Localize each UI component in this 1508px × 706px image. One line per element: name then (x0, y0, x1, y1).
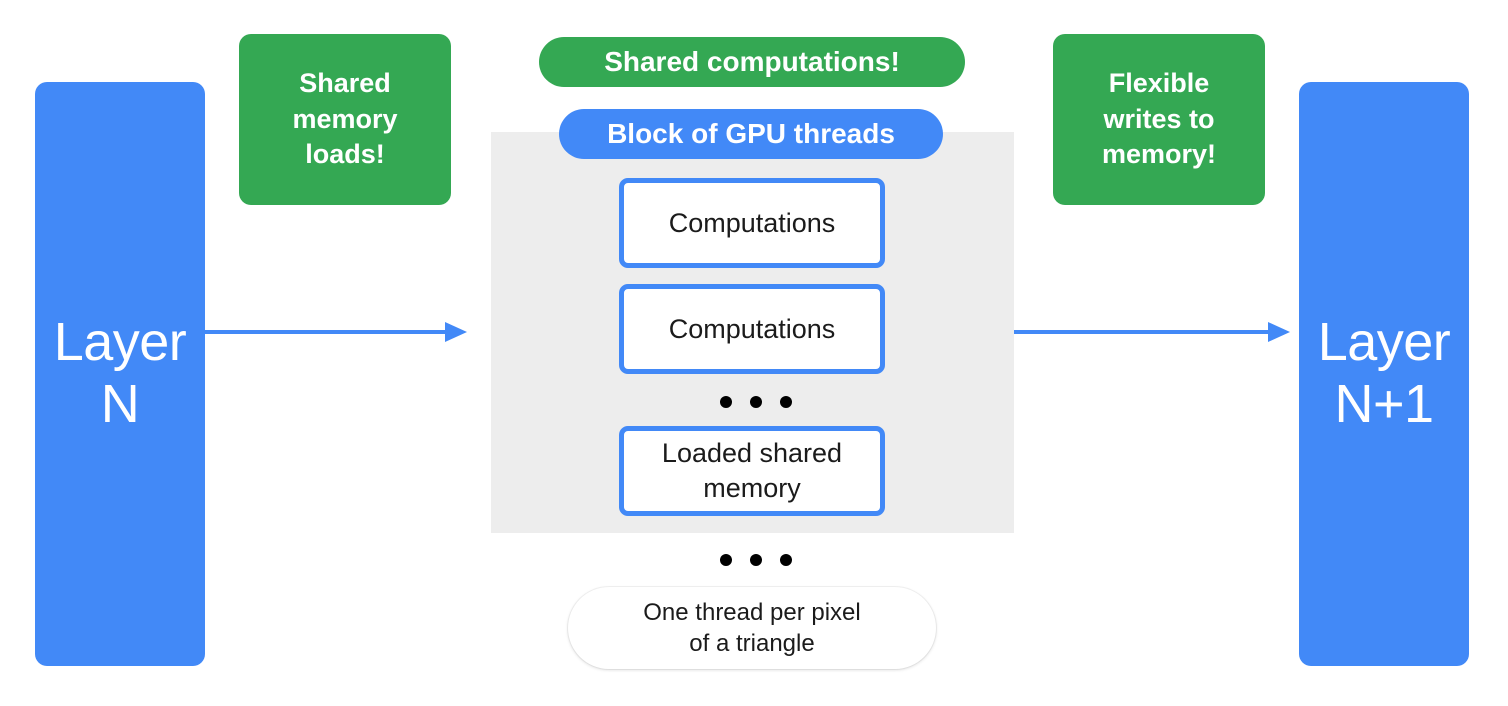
thread-box-loaded-shared-memory: Loaded shared memory (619, 426, 885, 516)
dot-icon (720, 396, 732, 408)
pill-one-thread-per-pixel: One thread per pixel of a triangle (568, 587, 936, 669)
callout-shared-memory-loads: Shared memory loads! (239, 34, 451, 205)
dot-icon (780, 396, 792, 408)
arrow-block-to-layer-n1 (1014, 318, 1290, 346)
ellipsis-more-blocks (720, 554, 792, 566)
pill-block-of-gpu-threads: Block of GPU threads (559, 109, 943, 159)
thread-box-computations-1: Computations (619, 178, 885, 268)
layer-n-plus-1-block: Layer N+1 (1299, 82, 1469, 666)
pill-shared-computations: Shared computations! (539, 37, 965, 87)
dot-icon (750, 396, 762, 408)
callout-flexible-writes-to-memory: Flexible writes to memory! (1053, 34, 1265, 205)
thread-box-computations-2: Computations (619, 284, 885, 374)
layer-n-block: Layer N (35, 82, 205, 666)
ellipsis-inner-threads (720, 396, 792, 408)
dot-icon (750, 554, 762, 566)
dot-icon (780, 554, 792, 566)
arrow-layer-n-to-block (205, 318, 467, 346)
dot-icon (720, 554, 732, 566)
